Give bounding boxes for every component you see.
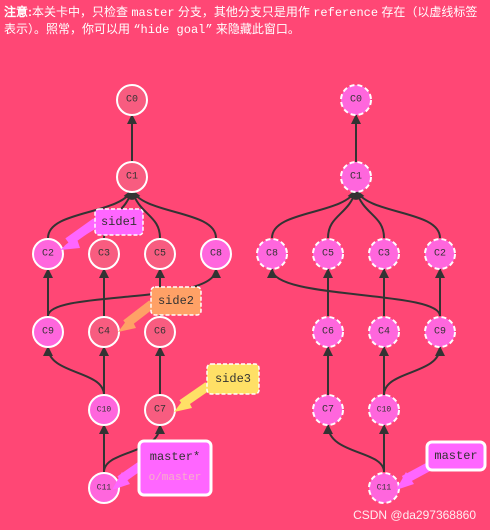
branch-side1[interactable]: side1 <box>60 208 144 250</box>
note-code-reference: reference <box>313 6 379 20</box>
svg-text:C9: C9 <box>42 327 54 338</box>
instruction-note: 注意:本关卡中，只检查 master 分支，其他分支只是用作 reference… <box>4 4 486 38</box>
svg-text:C11: C11 <box>97 484 112 493</box>
branch-side2[interactable]: side2 <box>118 286 202 332</box>
commit-c1[interactable]: C1 <box>116 161 148 193</box>
commit-c3[interactable]: C3 <box>88 238 120 270</box>
svg-text:C1: C1 <box>126 172 138 183</box>
note-text-1: 本关卡中，只检查 <box>32 5 132 19</box>
svg-text:C0: C0 <box>126 95 138 106</box>
commit-c10[interactable]: C10 <box>88 394 120 426</box>
goal-commit-c2: C2 <box>424 238 456 270</box>
svg-text:C1: C1 <box>350 172 362 183</box>
svg-text:C5: C5 <box>154 249 166 260</box>
svg-text:C4: C4 <box>98 327 110 338</box>
svg-text:C7: C7 <box>154 405 166 416</box>
goal-commit-c1: C1 <box>340 161 372 193</box>
note-prefix: 注意: <box>4 5 32 19</box>
svg-text:C2: C2 <box>42 249 54 260</box>
commit-c6[interactable]: C6 <box>144 316 176 348</box>
svg-text:C0: C0 <box>350 95 362 106</box>
branch-side3[interactable]: side3 <box>174 363 260 412</box>
svg-text:C3: C3 <box>98 249 110 260</box>
goal-commit-c3: C3 <box>368 238 400 270</box>
commit-c2[interactable]: C2 <box>32 238 64 270</box>
svg-text:C9: C9 <box>434 327 446 338</box>
svg-text:C4: C4 <box>378 327 390 338</box>
goal-commit-c5: C5 <box>312 238 344 270</box>
svg-text:C11: C11 <box>377 484 392 493</box>
svg-text:o/master: o/master <box>149 472 202 484</box>
commit-c9[interactable]: C9 <box>32 316 64 348</box>
svg-text:C8: C8 <box>266 249 278 260</box>
svg-text:C5: C5 <box>322 249 334 260</box>
right-edges <box>267 114 445 473</box>
goal-commit-c6: C6 <box>312 316 344 348</box>
watermark: CSDN @da297368860 <box>353 508 476 522</box>
svg-text:C6: C6 <box>322 327 334 338</box>
svg-text:side2: side2 <box>158 294 194 308</box>
commit-c0[interactable]: C0 <box>116 84 148 116</box>
goal-commit-c7: C7 <box>312 394 344 426</box>
svg-text:C8: C8 <box>210 249 222 260</box>
svg-text:side3: side3 <box>215 372 251 386</box>
r-edge-c3-c1 <box>353 189 385 239</box>
edge-c10-c9 <box>43 346 105 396</box>
r-edge-c9-c8 <box>267 268 441 317</box>
svg-text:C3: C3 <box>378 249 390 260</box>
goal-commit-c0: C0 <box>340 84 372 116</box>
svg-text:C2: C2 <box>434 249 446 260</box>
goal-commit-c4: C4 <box>368 316 400 348</box>
svg-text:master*: master* <box>150 450 200 464</box>
r-edge-c10-c9 <box>383 346 445 396</box>
goal-commit-c10: C10 <box>368 394 400 426</box>
right-commits: C0 C1 C8 C5 C3 C2 C6 C4 <box>256 84 456 504</box>
svg-text:side1: side1 <box>101 215 137 229</box>
edge-c8-c1 <box>131 189 217 239</box>
note-text-4: 来隐藏此窗口。 <box>212 22 300 36</box>
note-code-hide-goal: “hide goal” <box>133 23 213 37</box>
branch-master-local[interactable]: master* o/master <box>112 439 213 497</box>
r-edge-c8-c1 <box>271 189 357 239</box>
commit-c4[interactable]: C4 <box>88 316 120 348</box>
commit-c5[interactable]: C5 <box>144 238 176 270</box>
goal-commit-c9: C9 <box>424 316 456 348</box>
r-edge-c5-c1 <box>327 189 359 239</box>
svg-text:master: master <box>434 449 477 463</box>
edge-c9-c8 <box>47 268 221 317</box>
commit-c11[interactable]: C11 <box>88 472 120 504</box>
r-edge-c2-c1 <box>355 189 441 239</box>
commit-c7[interactable]: C7 <box>144 394 176 426</box>
svg-text:C10: C10 <box>97 406 112 415</box>
left-commits: C0 C1 C2 C3 C5 C8 C9 C4 <box>32 84 232 504</box>
goal-branch-master: master <box>396 440 487 490</box>
edge-c11-c7 <box>103 424 165 473</box>
r-edge-c11-c7 <box>323 424 385 473</box>
commit-c8[interactable]: C8 <box>200 238 232 270</box>
svg-text:C6: C6 <box>154 327 166 338</box>
svg-text:C10: C10 <box>377 406 392 415</box>
note-code-master: master <box>131 6 175 20</box>
svg-text:C7: C7 <box>322 405 334 416</box>
goal-commit-c11: C11 <box>368 472 400 504</box>
goal-commit-c8: C8 <box>256 238 288 270</box>
note-text-2: 分支，其他分支只是用作 <box>174 5 314 19</box>
note-text-3: 存在（以虚线标签表示）。照常，你可以用 <box>4 5 478 36</box>
